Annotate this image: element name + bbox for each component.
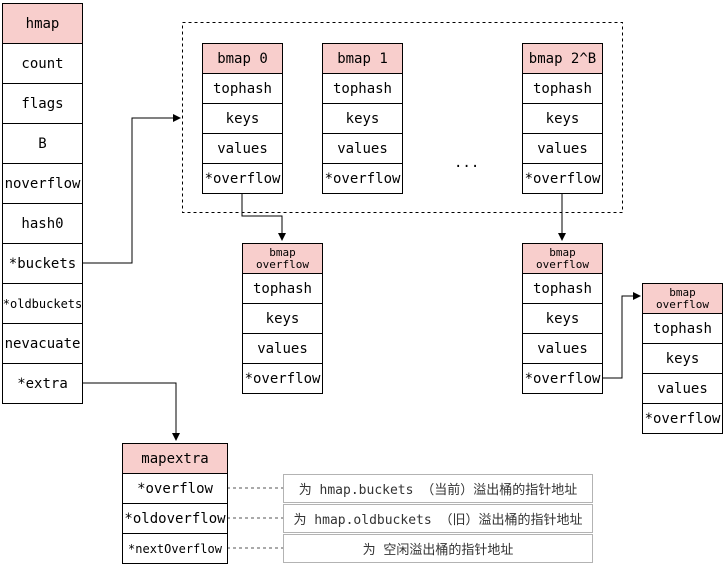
bmap0-overflow-arrow	[241, 193, 286, 241]
bmap2b-overflow: *overflow	[522, 163, 603, 194]
bmap0-keys: keys	[202, 103, 283, 134]
overflow-c-keys: keys	[642, 343, 723, 374]
overflow-a-header: bmap overflow	[242, 243, 323, 274]
overflow-chain-arrow	[602, 292, 641, 379]
overflow-b-tophash: tophash	[522, 273, 603, 304]
hmap-field-extra: *extra	[2, 363, 83, 404]
overflow-a-tophash: tophash	[242, 273, 323, 304]
mapextra-header: mapextra	[122, 443, 228, 474]
hmap-field-count: count	[2, 43, 83, 84]
bmap2b-keys: keys	[522, 103, 603, 134]
bmap1-header: bmap 1	[322, 43, 403, 74]
hmap-field-noverflow: noverflow	[2, 163, 83, 204]
overflow-c-header-line2: overflow	[656, 297, 709, 311]
bmap2b-values: values	[522, 133, 603, 164]
overflow-b-header-line2: overflow	[536, 257, 589, 271]
overflow-a-header-line1: bmap	[269, 245, 296, 259]
note-overflow: 为 hmap.buckets （当前）溢出桶的指针地址	[283, 474, 593, 503]
overflow-b-header: bmap overflow	[522, 243, 603, 274]
extra-pointer-arrow	[82, 382, 180, 441]
bmap1-tophash: tophash	[322, 73, 403, 104]
hmap-field-nevacuate: nevacuate	[2, 323, 83, 364]
overflow-a-overflow: *overflow	[242, 363, 323, 394]
hmap-field-buckets: *buckets	[2, 243, 83, 284]
bmap0-header: bmap 0	[202, 43, 283, 74]
hmap-field-b: B	[2, 123, 83, 164]
overflow-a-values: values	[242, 333, 323, 364]
bmap0-values: values	[202, 133, 283, 164]
bmap2b-tophash: tophash	[522, 73, 603, 104]
overflow-c-header-line1: bmap	[669, 285, 696, 299]
overflow-a-keys: keys	[242, 303, 323, 334]
bmap1-values: values	[322, 133, 403, 164]
overflow-b-keys: keys	[522, 303, 603, 334]
hmap-header: hmap	[2, 3, 83, 44]
overflow-c-overflow: *overflow	[642, 403, 723, 434]
overflow-b-values: values	[522, 333, 603, 364]
bmap1-overflow: *overflow	[322, 163, 403, 194]
hmap-field-hash0: hash0	[2, 203, 83, 244]
mapextra-overflow: *overflow	[122, 473, 228, 504]
mapextra-nextoverflow: *nextOverflow	[122, 533, 228, 564]
bmap0-tophash: tophash	[202, 73, 283, 104]
overflow-c-values: values	[642, 373, 723, 404]
bmap1-keys: keys	[322, 103, 403, 134]
overflow-c-header: bmap overflow	[642, 283, 723, 314]
overflow-b-header-line1: bmap	[549, 245, 576, 259]
bmap0-overflow: *overflow	[202, 163, 283, 194]
note-nextoverflow: 为 空闲溢出桶的指针地址	[283, 534, 593, 563]
overflow-b-overflow: *overflow	[522, 363, 603, 394]
buckets-array-frame	[182, 22, 623, 213]
buckets-pointer-arrow	[82, 114, 181, 264]
overflow-c-tophash: tophash	[642, 313, 723, 344]
note-oldoverflow: 为 hmap.oldbuckets （旧）溢出桶的指针地址	[283, 504, 593, 533]
hmap-field-flags: flags	[2, 83, 83, 124]
overflow-a-header-line2: overflow	[256, 257, 309, 271]
bucket-ellipsis: ...	[454, 155, 480, 171]
bmap2b-header: bmap 2^B	[522, 43, 603, 74]
mapextra-oldoverflow: *oldoverflow	[122, 503, 228, 534]
hmap-field-oldbuckets: *oldbuckets	[2, 283, 83, 324]
